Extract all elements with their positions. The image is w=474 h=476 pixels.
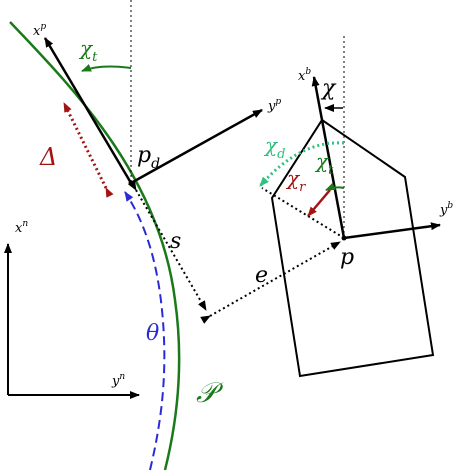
yb-label: yb <box>439 201 453 218</box>
chi-t-arc-top <box>81 64 132 72</box>
pd-point <box>128 180 134 186</box>
yb-axis <box>343 222 441 240</box>
theta-label: θ <box>146 321 159 346</box>
xn-label: xn <box>15 219 28 236</box>
chi-d-arc <box>258 141 345 187</box>
path-label: 𝒫 <box>196 376 224 409</box>
xp-label: xp <box>33 22 46 39</box>
p-point <box>341 235 347 241</box>
chi-r-label: χr <box>285 166 306 195</box>
vehicle-body <box>270 118 435 378</box>
chi-t-label-top: χt <box>78 36 98 65</box>
e-arrow <box>200 241 341 324</box>
yn-label: yn <box>111 372 125 389</box>
path-curve <box>9 21 181 471</box>
p-label: p <box>340 245 354 270</box>
xb-axis <box>311 76 346 239</box>
xb-label: xb <box>298 67 311 84</box>
s-arrow <box>128 180 207 311</box>
yp-label: yp <box>267 97 281 114</box>
chi-label: χ <box>320 76 337 101</box>
delta-arrow <box>62 102 114 198</box>
chi-d-label: χd <box>263 133 285 162</box>
line-of-sight <box>261 187 345 239</box>
delta-label: Δ <box>39 143 57 171</box>
pd-label: pd <box>137 143 160 172</box>
s-label: s <box>170 229 181 254</box>
chi-t-arc-inner <box>325 182 345 191</box>
chi-t-label-inner: χt <box>314 149 334 178</box>
chi-r-arrow <box>307 189 331 217</box>
yp-axis <box>130 108 263 185</box>
e-label: e <box>255 263 268 288</box>
